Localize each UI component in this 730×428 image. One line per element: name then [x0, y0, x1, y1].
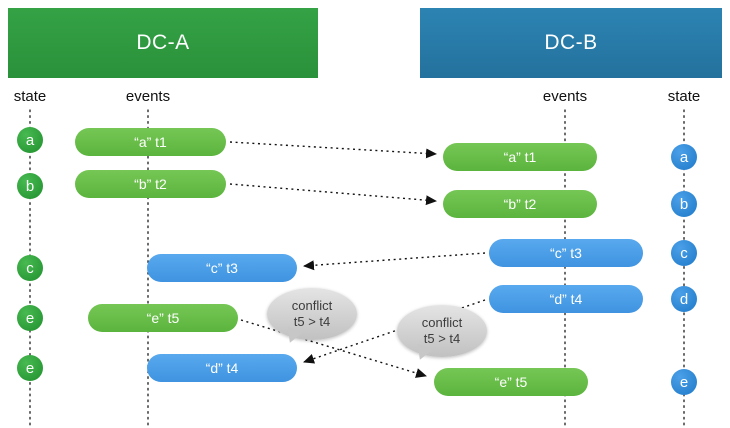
- replication-arrow-b-t2: [229, 183, 437, 206]
- dca-state-node-a: a: [17, 127, 43, 153]
- dcb-event-d-t4: “d” t4: [489, 285, 643, 313]
- dca-event-d-t4: “d” t4: [147, 354, 297, 382]
- dca-event-a-t1: “a” t1: [75, 128, 226, 156]
- replication-arrow-e-t5: [240, 319, 427, 378]
- conflict-bubble-line2: t5 > t4: [423, 331, 461, 346]
- conflict-bubble-line1: conflict: [291, 298, 333, 313]
- dc-a-state-column-label: state: [13, 88, 47, 105]
- dca-event-b-t2: “b” t2: [75, 170, 226, 198]
- dc-b-state-column-label: state: [667, 88, 701, 105]
- dc-a-title: DC-A: [136, 31, 190, 54]
- dcb-state-node-a: a: [671, 144, 697, 170]
- dc-b-title: DC-B: [544, 31, 598, 54]
- dcb-state-node-e: e: [671, 369, 697, 395]
- replication-arrow-d-t4: [303, 299, 486, 364]
- dca-state-node-c: c: [17, 255, 43, 281]
- dca-event-c-t3: “c” t3: [147, 254, 297, 282]
- dcb-event-b-t2: “b” t2: [443, 190, 597, 218]
- dc-a-header: DC-A: [8, 8, 318, 78]
- dc-b-events-column-label: events: [542, 88, 588, 105]
- replication-arrow-a-t1: [229, 141, 437, 159]
- dca-state-node-b: b: [17, 173, 43, 199]
- dca-event-e-t5: “e” t5: [88, 304, 238, 332]
- dcb-state-node-b: b: [671, 191, 697, 217]
- dca-state-node-e2: e: [17, 355, 43, 381]
- dc-b-header: DC-B: [420, 8, 722, 78]
- conflict-bubble-dcb: conflict t5 > t4: [397, 305, 487, 357]
- dcb-event-e-t5: “e” t5: [434, 368, 588, 396]
- dcb-event-a-t1: “a” t1: [443, 143, 597, 171]
- conflict-bubble-line1: conflict: [421, 315, 463, 330]
- replication-arrow-c-t3: [303, 252, 486, 271]
- dcb-state-node-c: c: [671, 240, 697, 266]
- dc-a-events-column-label: events: [125, 88, 171, 105]
- dcb-event-c-t3: “c” t3: [489, 239, 643, 267]
- conflict-bubble-line2: t5 > t4: [293, 314, 331, 329]
- conflict-bubble-dca: conflict t5 > t4: [267, 288, 357, 340]
- dca-state-node-e1: e: [17, 305, 43, 331]
- dcb-state-node-d: d: [671, 286, 697, 312]
